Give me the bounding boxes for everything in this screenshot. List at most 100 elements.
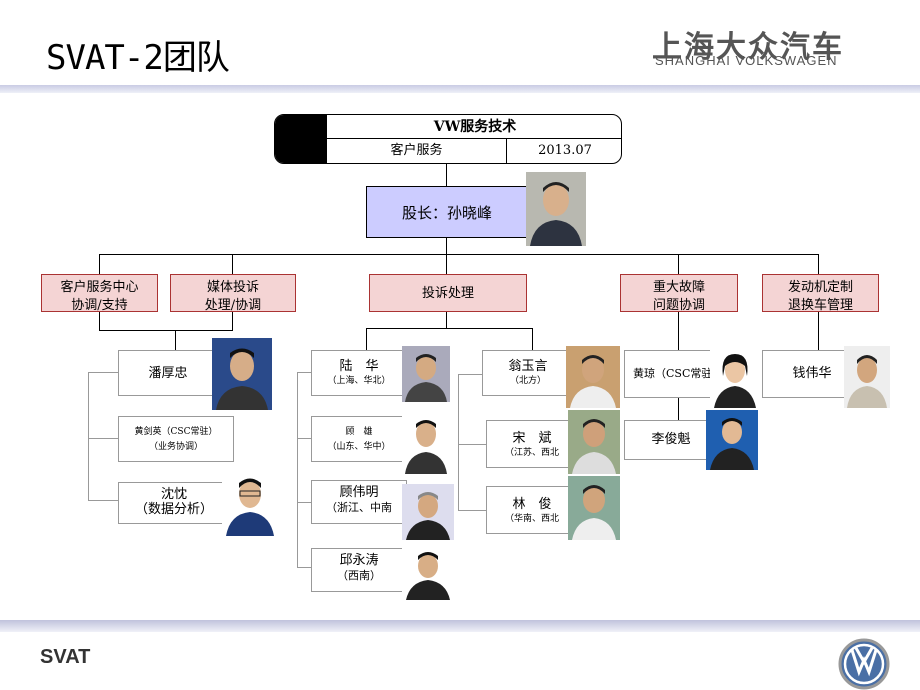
person-note: （华南、西北 [504, 514, 559, 524]
connector [678, 312, 679, 350]
dept-line2: 问题协调 [652, 298, 705, 313]
brand-name-en: SHANGHAI VOLKSWAGEN [655, 53, 838, 68]
connector [458, 510, 486, 511]
person-note: （数据分析） [134, 502, 213, 517]
person-photo [844, 346, 890, 408]
person-note: （江苏、西北 [504, 448, 559, 458]
org-title: VW服务技术 [327, 115, 621, 139]
connector [818, 254, 819, 274]
connector [88, 372, 89, 500]
person-note: （北方） [509, 376, 546, 386]
person-photo [568, 410, 620, 474]
person-name: 林 俊 [512, 497, 552, 512]
chief-photo [526, 172, 586, 246]
person-note: （上海、华北） [327, 376, 391, 386]
person-card: 顾 雄 （山东、华中） [311, 416, 407, 462]
dept-line1: 客户服务中心 [60, 280, 139, 295]
person-note: （山东、华中） [327, 442, 391, 452]
dept-line1: 发动机定制 [787, 280, 853, 295]
connector [532, 328, 533, 350]
connector [88, 372, 118, 373]
person-photo [566, 346, 620, 408]
person-name: 陆 华 [339, 359, 379, 374]
connector [297, 567, 311, 568]
dept-media-complaint: 媒体投诉 处理/协调 [170, 274, 296, 313]
dept-major-fault: 重大故障 问题协调 [620, 274, 738, 313]
connector [88, 500, 118, 501]
connector [297, 438, 311, 439]
connector [366, 328, 367, 350]
person-name: 黄剑英（CSC常驻） [134, 427, 218, 437]
person-photo [706, 410, 758, 470]
connector [446, 312, 447, 328]
person-card: 李俊魁 [624, 420, 718, 460]
connector [99, 254, 819, 255]
connector [297, 372, 298, 568]
connector [232, 254, 233, 274]
person-card: 翁玉言 （北方） [482, 350, 574, 396]
vw-logo-icon [838, 638, 890, 690]
connector [366, 328, 532, 329]
person-photo [568, 476, 620, 540]
connector [678, 254, 679, 274]
dept-line1: 投诉处理 [421, 286, 474, 301]
person-card: 顾伟明 （浙江、中南 [311, 480, 407, 524]
person-name: 顾伟明 [339, 485, 379, 500]
footer-label: SVAT [40, 646, 91, 668]
person-name: 沈忱 [160, 487, 187, 502]
connector [297, 502, 311, 503]
connector [88, 438, 118, 439]
person-card: 沈忱 （数据分析） [118, 482, 230, 524]
connector [232, 312, 233, 330]
connector [297, 372, 311, 373]
person-photo [402, 484, 454, 540]
person-name: 黄琼（CSC常驻 [633, 367, 713, 380]
connector [99, 330, 233, 331]
brand-name-cn: 上海大众汽车 [652, 30, 844, 65]
connector [458, 374, 459, 510]
dept-customer-service-center: 客户服务中心 协调/支持 [41, 274, 158, 313]
connector [446, 164, 447, 186]
person-name: 钱伟华 [792, 366, 832, 381]
connector [818, 312, 819, 350]
person-note: （浙江、中南 [326, 501, 392, 514]
person-name: 顾 雄 [345, 427, 373, 437]
person-name: 宋 斌 [512, 431, 552, 446]
dept-engine-custom: 发动机定制 退换车管理 [762, 274, 879, 313]
connector [446, 254, 447, 274]
page-title: SVAT-2团队 [46, 38, 230, 78]
person-card: 潘厚忠 [118, 350, 218, 396]
person-card: 邱永涛 （西南） [311, 548, 407, 592]
person-card: 黄剑英（CSC常驻） （业务协调） [118, 416, 234, 462]
person-photo [212, 338, 272, 410]
person-photo [402, 346, 450, 402]
dept-complaint-handling: 投诉处理 [369, 274, 527, 312]
header-divider [0, 85, 920, 93]
person-note: （业务协调） [148, 442, 203, 452]
connector [446, 238, 447, 254]
person-name: 潘厚忠 [148, 366, 188, 381]
connector [99, 312, 100, 330]
org-dept: 客户服务 [327, 139, 507, 163]
person-card: 宋 斌 （江苏、西北 [486, 420, 578, 468]
org-header: VW服务技术 客户服务 2013.07 [274, 114, 622, 164]
header-black-block [275, 115, 327, 163]
dept-line1: 媒体投诉 [206, 280, 259, 295]
person-card: 黄琼（CSC常驻 [624, 350, 718, 398]
person-card: 陆 华 （上海、华北） [311, 350, 407, 396]
person-photo [402, 544, 454, 600]
dept-line2: 处理/协调 [204, 298, 262, 313]
connector [175, 330, 176, 350]
connector [678, 398, 679, 420]
dept-line1: 重大故障 [652, 280, 705, 295]
person-photo [710, 346, 760, 408]
connector [458, 374, 482, 375]
person-name: 翁玉言 [508, 359, 548, 374]
person-note: （西南） [337, 569, 381, 582]
person-name: 邱永涛 [339, 553, 379, 568]
person-card: 林 俊 （华南、西北 [486, 486, 578, 534]
footer-divider [0, 620, 920, 632]
connector [458, 444, 486, 445]
org-date: 2013.07 [538, 143, 592, 158]
person-photo [402, 410, 450, 474]
